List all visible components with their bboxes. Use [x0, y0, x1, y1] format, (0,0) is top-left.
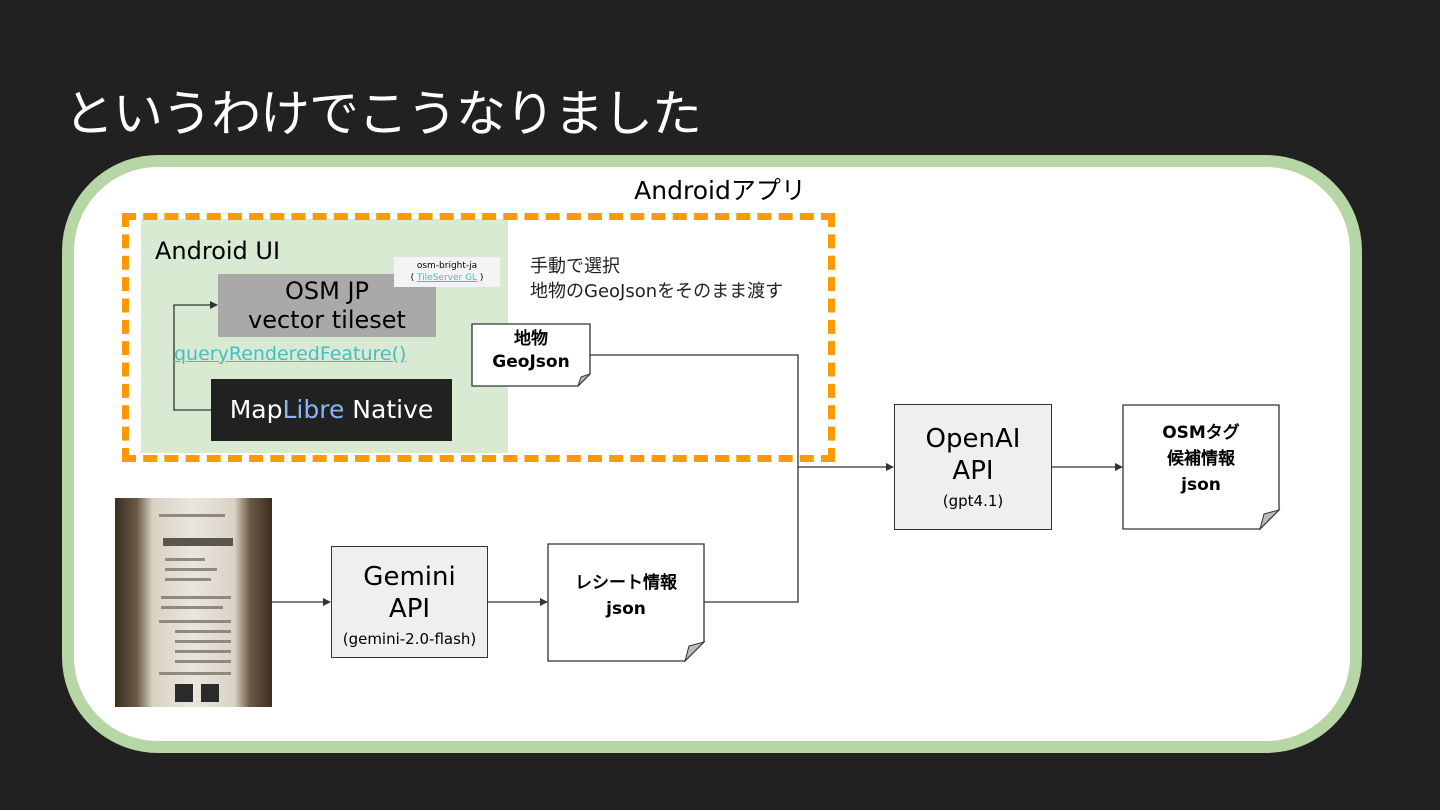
openai-line-2: API	[952, 456, 994, 486]
style-name: osm-bright-ja	[416, 261, 478, 271]
slide-title: というわけでこうなりました	[64, 85, 702, 143]
manual-note-line-2: 地物のGeoJsonをそのまま渡す	[530, 281, 784, 302]
geojson-line-2: GeoJson	[492, 352, 570, 372]
receipt-json-document: レシート情報 json	[548, 570, 704, 622]
tileserver-gl-link[interactable]: TileServer GL	[416, 273, 478, 283]
style-note: osm-bright-ja ( TileServer GL )	[394, 257, 500, 287]
osm-tag-json-document: OSMタグ 候補情報 json	[1123, 420, 1279, 498]
receipt-json-doc-fold	[684, 641, 706, 663]
line-geojson-to-merge	[590, 354, 799, 467]
manual-note-line-1: 手動で選択	[530, 256, 620, 277]
openai-model: (gpt4.1)	[942, 492, 1004, 510]
geojson-doc-fold	[577, 373, 591, 387]
gemini-model: (gemini-2.0-flash)	[342, 630, 477, 648]
gemini-api-box: Gemini API (gemini-2.0-flash)	[331, 546, 488, 658]
style-server: ( TileServer GL )	[394, 272, 500, 284]
query-rendered-feature-link[interactable]: queryRenderedFeature()	[174, 343, 407, 365]
manual-selection-note: 手動で選択 地物のGeoJsonをそのまま渡す	[530, 254, 783, 304]
style-server-close: )	[477, 273, 484, 283]
style-server-open: (	[410, 273, 417, 283]
osm-tag-line-2: 候補情報	[1167, 449, 1235, 469]
openai-line-1: OpenAI	[925, 424, 1021, 454]
geojson-document: 地物 GeoJson	[472, 328, 590, 374]
tileset-line-1: OSM JP	[284, 277, 369, 305]
maplibre-part-2: Libre	[282, 395, 345, 424]
osm-tag-line-1: OSMタグ	[1162, 423, 1240, 443]
gemini-line-1: Gemini	[363, 562, 456, 592]
receipt-json-line-1: レシート情報	[575, 573, 677, 593]
openai-api-box: OpenAI API (gpt4.1)	[894, 404, 1052, 530]
maplibre-part-3: Native	[344, 395, 434, 424]
geojson-line-1: 地物	[514, 329, 548, 349]
gemini-line-2: API	[388, 594, 431, 624]
osm-tag-doc-fold	[1259, 509, 1281, 531]
android-app-label: Androidアプリ	[634, 176, 806, 205]
line-receipt-to-merge	[704, 467, 799, 603]
android-app-boundary	[122, 213, 835, 462]
receipt-json-line-2: json	[606, 599, 646, 619]
android-ui-label: Android UI	[155, 237, 281, 265]
maplibre-part-1: Map	[229, 395, 283, 424]
tileset-line-2: vector tileset	[248, 306, 406, 334]
arrow-maplibre-to-tileset	[173, 301, 218, 411]
osm-tag-line-3: json	[1181, 475, 1221, 495]
receipt-photo-image	[115, 498, 272, 707]
osm-jp-tileset-box: OSM JP vector tileset	[218, 274, 436, 337]
maplibre-native-box: MapLibre Native	[211, 379, 452, 441]
